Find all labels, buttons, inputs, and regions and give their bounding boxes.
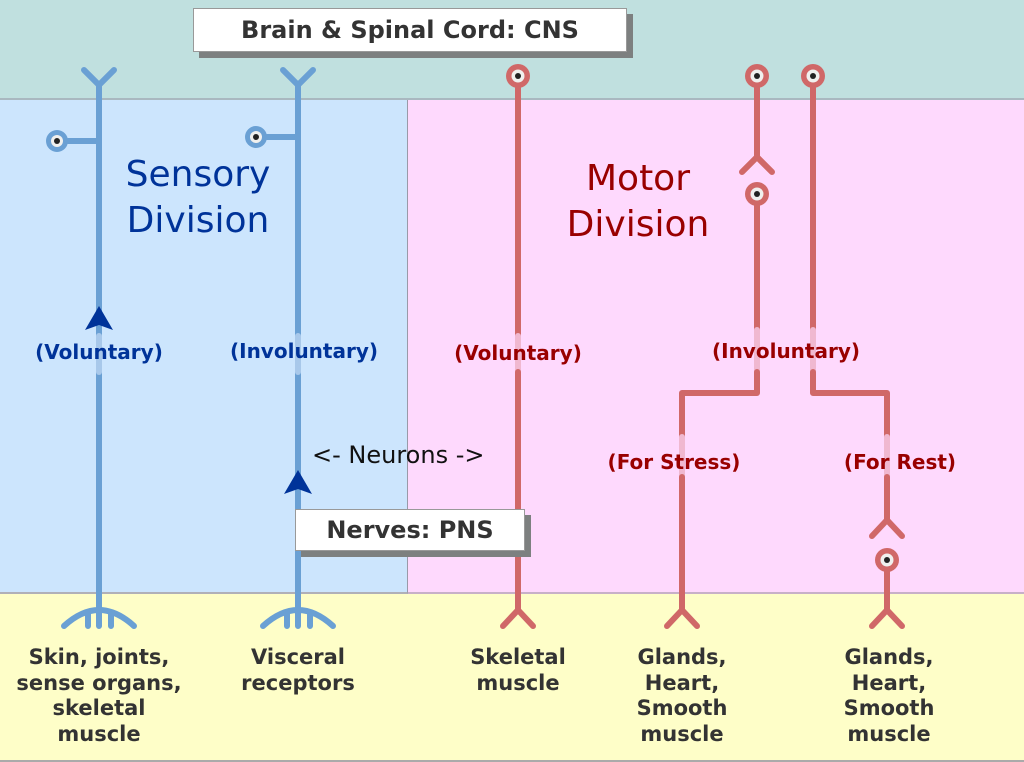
synapse-terminal-icon [869, 517, 905, 539]
pns-label: Nerves: PNS [295, 509, 525, 551]
motor-voluntary-tag: (Voluntary) [454, 341, 582, 365]
axon-terminal-icon [500, 607, 536, 629]
direction-arrow-icon [85, 306, 113, 330]
motor-rest-target: Glands, Heart, Smooth muscle [843, 645, 935, 746]
motor-neuron-involuntary-rest [810, 83, 905, 629]
synapse-terminal-icon [739, 154, 775, 175]
cns-label: Brain & Spinal Cord: CNS [193, 8, 627, 52]
neurons-annotation: <- Neurons -> [312, 441, 485, 469]
motor-voluntary-target: Skeletal muscle [470, 645, 566, 695]
receptor-ending-icon [61, 607, 137, 629]
motor-neuron-voluntary [500, 83, 536, 629]
target-organs-region [0, 594, 1024, 762]
sensory-voluntary-target: Skin, joints, sense organs, skeletal mus… [16, 645, 182, 746]
sensory-title-line1: Sensory [125, 154, 271, 195]
sensory-division-title: Sensory Division [108, 152, 288, 244]
sensory-involuntary-tag: (Involuntary) [229, 339, 379, 363]
motor-stress-tag: (For Stress) [607, 450, 741, 474]
motor-title-line2: Division [566, 204, 710, 245]
sensory-voluntary-tag: (Voluntary) [35, 340, 163, 364]
motor-title-line1: Motor [585, 158, 691, 199]
axon-terminal-icon [869, 607, 905, 629]
motor-stress-target: Glands, Heart, Smooth muscle [636, 645, 728, 746]
axon-terminal-icon [664, 607, 700, 629]
motor-division-title: Motor Division [548, 156, 728, 248]
direction-arrow-icon [284, 470, 312, 494]
sensory-title-line2: Division [126, 200, 270, 241]
sensory-involuntary-target: Visceral receptors [241, 645, 355, 695]
motor-neuron-involuntary-stress [664, 83, 775, 629]
sensory-neuron-involuntary [260, 67, 336, 629]
motor-involuntary-tag: (Involuntary) [711, 339, 861, 363]
motor-rest-tag: (For Rest) [843, 450, 957, 474]
receptor-ending-icon [260, 607, 336, 629]
sensory-neuron-voluntary [61, 67, 137, 629]
